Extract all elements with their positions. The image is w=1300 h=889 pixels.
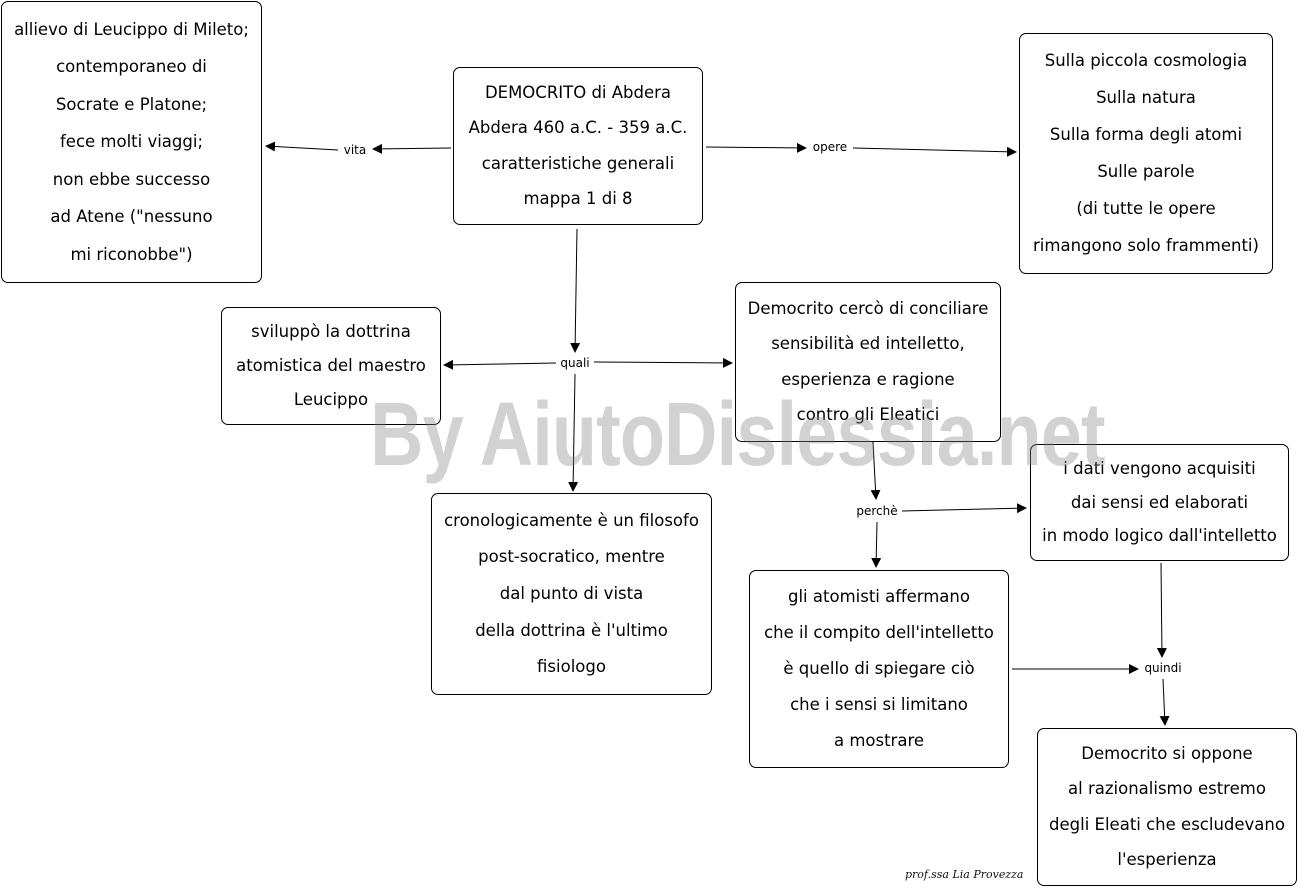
concept-line: Abdera 460 a.C. - 359 a.C. [468, 118, 688, 138]
concept-line: post-socratico, mentre [478, 547, 665, 567]
connector-quali-to-cronologia [568, 373, 579, 492]
link-label-quindi: quindi [1141, 661, 1185, 675]
concept-line: a mostrare [833, 731, 925, 750]
connector-quali-to-dottrina [443, 359, 557, 370]
concept-line: i dati vengono acquisiti [1063, 458, 1256, 478]
author-credit: prof.ssa Lia Provezza [905, 868, 1024, 881]
concept-line: mi riconobbe") [70, 244, 193, 264]
concept-line: Sulla natura [1096, 88, 1196, 107]
concept-line: non ebbe successo [52, 169, 211, 189]
concept-line: fece molti viaggi; [59, 132, 204, 151]
connector-perche-to-atomisti [871, 521, 882, 568]
concept-line: Democrito cercò di conciliare [747, 298, 989, 318]
concept-line: Sulle parole [1097, 162, 1195, 181]
concept-line: esperienza e ragione [781, 369, 955, 389]
connector-perche-to-sensi [901, 503, 1027, 514]
concept-opere-list[interactable]: Sulla piccola cosmologia Sulla natura Su… [1019, 33, 1273, 274]
concept-line: allievo di Leucippo di Mileto; [14, 19, 249, 39]
concept-line: al razionalismo estremo [1068, 779, 1266, 799]
connector-quali-to-conciliare [593, 357, 733, 368]
concept-cronologia[interactable]: cronologicamente è un filosofo post-socr… [431, 493, 712, 695]
concept-line: DEMOCRITO di Abdera [484, 83, 672, 103]
concept-line: Socrate e Platone; [55, 94, 208, 114]
concept-line: Sulla forma degli atomi [1049, 125, 1243, 144]
link-label-opere: opere [809, 140, 851, 154]
concept-line: contemporaneo di [56, 57, 207, 76]
concept-line: mappa 1 di 8 [523, 188, 633, 208]
connector-quindi-to-opposizione [1159, 678, 1170, 726]
concept-line: è quello di spiegare ciò [783, 659, 975, 678]
concept-line: Leucippo [293, 390, 369, 409]
concept-line: cronologicamente è un filosofo [444, 510, 699, 530]
concept-line: sviluppò la dottrina [251, 322, 411, 341]
concept-dottrina[interactable]: sviluppò la dottrina atomistica del maes… [221, 307, 441, 425]
concept-line: l'esperienza [1117, 849, 1217, 869]
connector-sensi-to-quindi [1156, 562, 1167, 658]
concept-opposizione[interactable]: Democrito si oppone al razionalismo estr… [1037, 728, 1297, 886]
connector-center-to-vita [372, 143, 452, 154]
concept-line: fisiologo [537, 657, 606, 677]
concept-line: che i sensi si limitano [790, 695, 968, 714]
concept-line: ad Atene ("nessuno [50, 207, 213, 226]
link-label-vita: vita [340, 143, 370, 157]
connector-opere-to-list [852, 146, 1017, 157]
concept-line: caratteristiche generali [481, 153, 675, 173]
concept-line: della dottrina è l'ultimo [475, 620, 668, 640]
link-label-perche: perchè [853, 504, 901, 518]
concept-conciliare[interactable]: Democrito cercò di conciliare sensibilit… [735, 282, 1001, 442]
concept-line: dal punto di vista [499, 583, 644, 603]
connector-vita-to-details [265, 141, 339, 152]
connector-center-to-opere [705, 142, 807, 153]
concept-atomisti[interactable]: gli atomisti affermano che il compito de… [749, 570, 1009, 768]
concept-line: atomistica del maestro [236, 356, 426, 375]
concept-line: rimangono solo frammenti) [1033, 236, 1259, 255]
concept-line: degli Eleati che escludevano [1049, 814, 1285, 834]
connector-center-to-quali [570, 228, 581, 353]
concept-center-democrito[interactable]: DEMOCRITO di Abdera Abdera 460 a.C. - 35… [453, 67, 703, 225]
concept-line: dai sensi ed elaborati [1070, 492, 1249, 512]
concept-vita-details[interactable]: allievo di Leucippo di Mileto; contempor… [1, 1, 262, 283]
connector-conciliare-to-perche [870, 441, 881, 500]
concept-line: contro gli Eleatici [796, 405, 940, 425]
concept-line: sensibilità ed intelletto, [771, 334, 965, 354]
concept-line: (di tutte le opere [1076, 199, 1216, 218]
concept-line: che il compito dell'intelletto [764, 623, 994, 642]
concept-sensi[interactable]: i dati vengono acquisiti dai sensi ed el… [1030, 444, 1289, 561]
concept-line: gli atomisti affermano [788, 587, 970, 606]
concept-line: in modo logico dall'intelletto [1042, 526, 1277, 546]
link-label-quali: quali [557, 356, 593, 370]
concept-line: Democrito si oppone [1081, 744, 1253, 764]
concept-line: Sulla piccola cosmologia [1044, 51, 1248, 70]
